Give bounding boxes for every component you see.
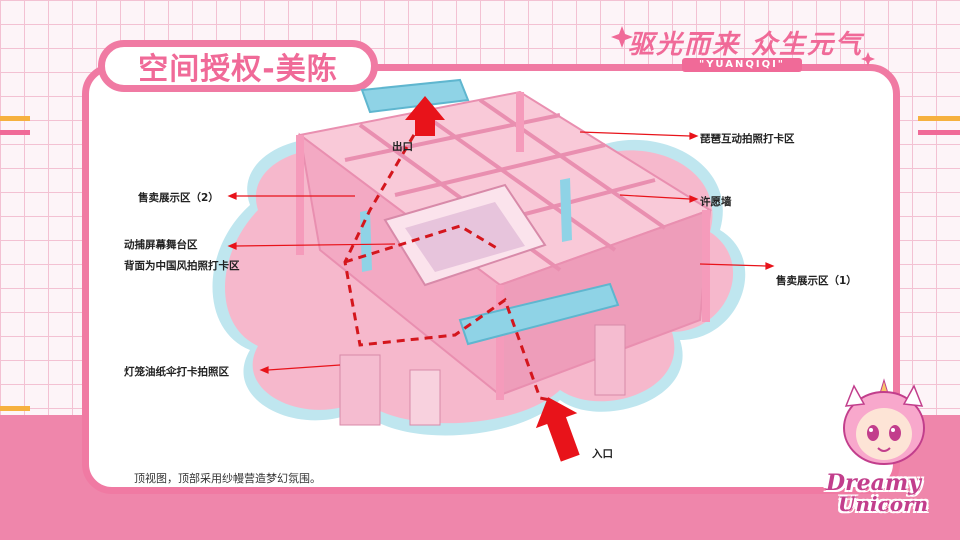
accent-stripe-right-1: [918, 116, 960, 121]
logo-text-line1: Dreamy: [826, 470, 921, 496]
slogan-block: 驱光而来 众生元气 "YUANQIQI": [610, 20, 880, 80]
slogan-subtitle: "YUANQIQI": [682, 58, 802, 72]
slogan-text: 驱光而来 众生元气: [628, 30, 864, 60]
label-lantern-zone: 灯笼油纸伞打卡拍照区: [124, 366, 229, 378]
label-sale-zone-1: 售卖展示区（1）: [776, 275, 857, 287]
accent-stripe-left-3: [0, 406, 30, 411]
logo-text-line2: Unicorn: [838, 492, 929, 516]
title-pill: 空间授权-美陈: [98, 40, 378, 92]
label-entrance: 入口: [592, 448, 613, 460]
label-wish-wall: 许愿墙: [700, 196, 732, 208]
entrance-arrow-icon: [535, 397, 580, 462]
booth-structure: [296, 78, 713, 426]
label-sale-zone-2: 售卖展示区（2）: [138, 192, 219, 204]
label-leaders: [227, 131, 775, 374]
label-exit: 出口: [392, 141, 413, 153]
label-stage-back: 背面为中国风拍照打卡区: [124, 260, 240, 272]
unicorn-mascot-icon: [843, 378, 925, 465]
exit-arrow-icon: [405, 96, 445, 136]
accent-stripe-left-1: [0, 116, 30, 121]
label-stage-zone: 动捕屏幕舞台区: [124, 239, 198, 251]
accent-stripe-right-2: [918, 130, 960, 135]
label-pipa-zone: 琵琶互动拍照打卡区: [700, 133, 795, 145]
caption-note: 顶视图，顶部采用纱幔营造梦幻氛围。: [134, 472, 321, 485]
visitor-route: [343, 108, 551, 402]
accent-stripe-left-2: [0, 130, 30, 135]
page-title: 空间授权-美陈: [138, 52, 338, 87]
sparkle-icon: [611, 26, 875, 66]
